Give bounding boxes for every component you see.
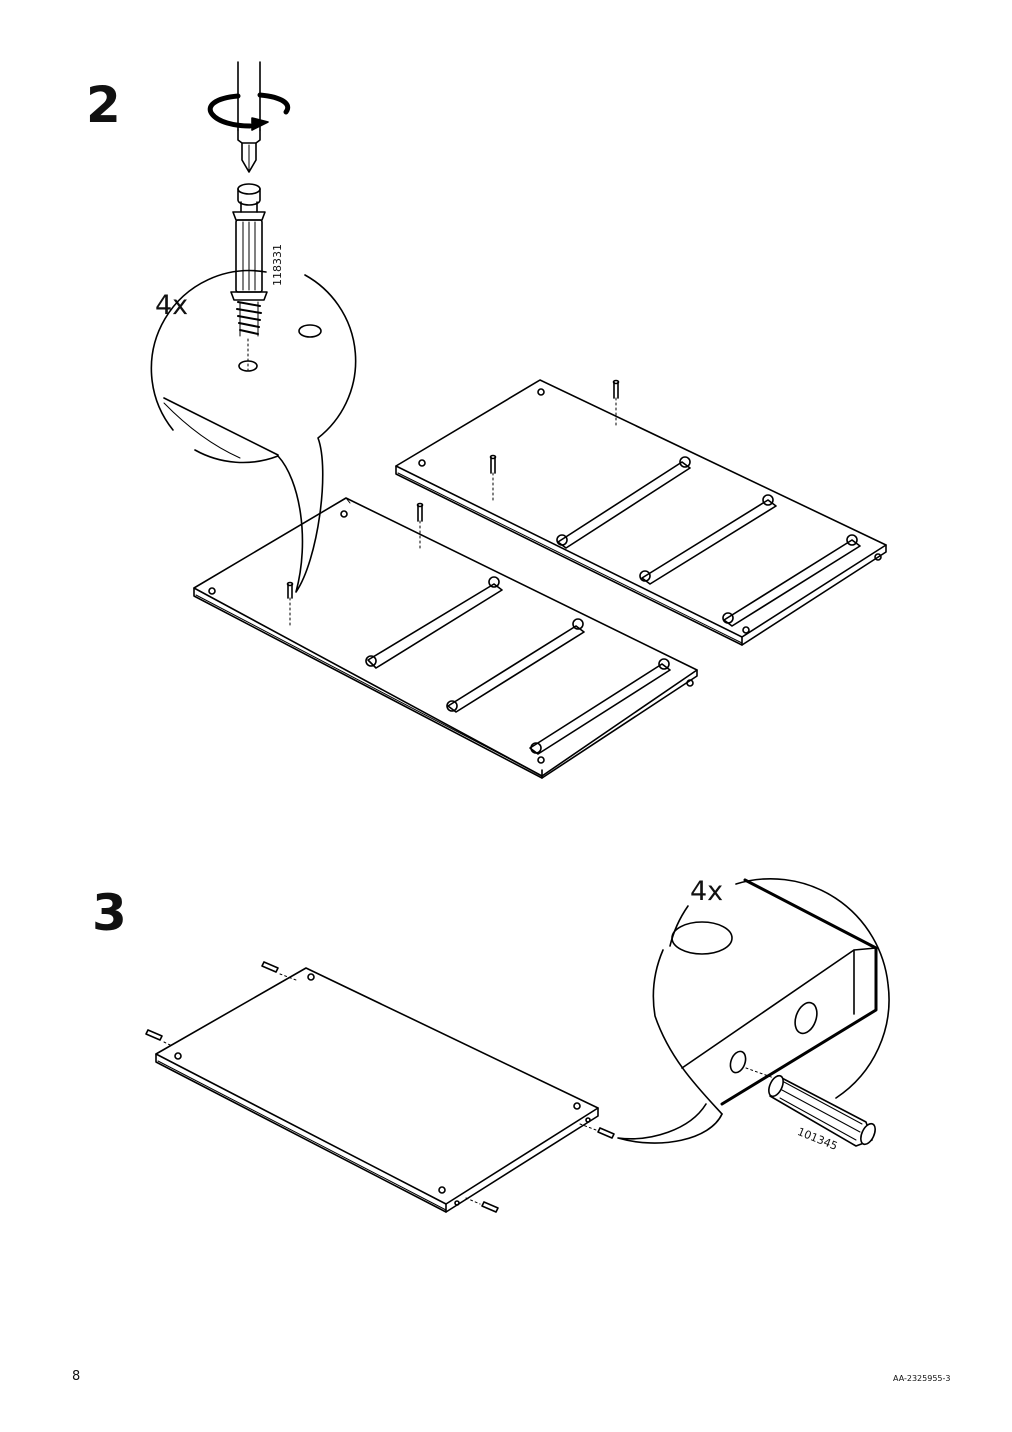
step-3-quantity: 4x xyxy=(690,876,724,907)
step-3-detail-hole-icon xyxy=(672,922,732,954)
step-3-detail-hole-icon xyxy=(728,1049,749,1074)
step-3-detail-callout xyxy=(618,879,889,1143)
shelf-board xyxy=(156,968,598,1212)
dowel-detail-icon xyxy=(766,1073,878,1146)
step-2-detail-callout xyxy=(151,271,355,592)
connector-bolt-icon xyxy=(231,184,267,336)
page-number: 8 xyxy=(72,1369,81,1384)
document-code: AA-2325955-3 xyxy=(893,1374,951,1383)
step-2-detail-hole-icon xyxy=(299,325,321,337)
step-2-number: 2 xyxy=(86,76,121,134)
step-3-detail-hole-icon xyxy=(791,1000,821,1037)
board-panel-back xyxy=(396,380,886,645)
wooden-dowel-icon xyxy=(146,962,614,1212)
step-3-number: 3 xyxy=(92,884,127,942)
rotate-clockwise-icon xyxy=(210,95,288,130)
board-panel-front xyxy=(194,498,697,778)
